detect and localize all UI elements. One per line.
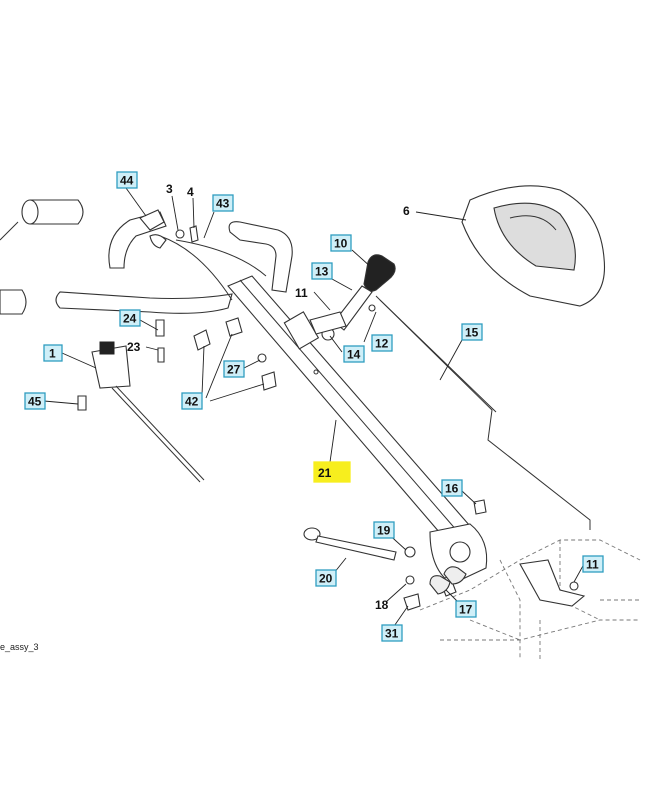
callout-10: 10: [330, 234, 352, 252]
callout-11-lower: 11: [582, 555, 604, 573]
svg-text:12: 12: [375, 337, 389, 351]
bolts: [77, 304, 376, 411]
callout-4: 4: [187, 185, 194, 199]
svg-text:19: 19: [377, 524, 391, 538]
svg-text:18: 18: [375, 598, 389, 612]
callout-13: 13: [311, 262, 333, 280]
svg-text:13: 13: [315, 265, 329, 279]
callout-14: 14: [343, 345, 365, 363]
belt-cover: [461, 185, 606, 307]
svg-text:6: 6: [403, 204, 410, 218]
callout-labels: 44 3 4 43 6 10 13 11 24 1 23: [24, 171, 604, 642]
handlebar: [55, 211, 293, 314]
svg-text:1: 1: [49, 347, 56, 361]
svg-text:27: 27: [227, 363, 241, 377]
control-lever-bracket: [139, 209, 199, 249]
svg-text:10: 10: [334, 237, 348, 251]
shift-rod: [375, 295, 591, 530]
svg-text:44: 44: [120, 174, 134, 188]
leader-lines: [43, 187, 585, 633]
callout-44: 44: [116, 171, 138, 189]
svg-text:23: 23: [127, 340, 141, 354]
svg-text:4: 4: [187, 185, 194, 199]
shift-lever: [309, 254, 396, 341]
callout-21-highlighted: 21: [313, 461, 351, 483]
svg-text:20: 20: [319, 572, 333, 586]
callout-43: 43: [212, 194, 234, 212]
svg-text:31: 31: [385, 627, 399, 641]
callout-15: 15: [461, 323, 483, 341]
svg-text:15: 15: [465, 326, 479, 340]
svg-text:21: 21: [318, 466, 332, 480]
left-handle-grip: [0, 199, 84, 315]
shift-plate: [429, 523, 488, 597]
svg-text:45: 45: [28, 395, 42, 409]
callout-31: 31: [381, 624, 403, 642]
callout-42: 42: [181, 392, 203, 410]
control-bracket: [91, 341, 205, 483]
callout-16: 16: [441, 479, 463, 497]
callout-45: 45: [24, 392, 46, 410]
lower-right-bracket: [519, 559, 586, 607]
svg-text:16: 16: [445, 482, 459, 496]
svg-text:11: 11: [586, 558, 599, 572]
callout-3: 3: [166, 182, 173, 196]
callout-27: 27: [223, 360, 245, 378]
callout-6: 6: [403, 204, 410, 218]
svg-text:43: 43: [216, 197, 230, 211]
svg-text:42: 42: [185, 395, 199, 409]
callout-18: 18: [375, 598, 389, 612]
svg-text:14: 14: [347, 348, 361, 362]
figure-caption: e_assy_3: [0, 642, 39, 652]
callout-23: 23: [127, 340, 141, 354]
speed-lever: [303, 527, 416, 561]
callout-19: 19: [373, 521, 395, 539]
callout-1: 1: [43, 344, 63, 362]
svg-text:11: 11: [295, 286, 308, 300]
parts-drawing: [0, 185, 641, 660]
svg-text:24: 24: [123, 312, 137, 326]
callout-12: 12: [371, 334, 393, 352]
callout-24: 24: [119, 309, 141, 327]
callout-20: 20: [315, 569, 337, 587]
lever-knobs: [429, 566, 467, 595]
svg-text:3: 3: [166, 182, 173, 196]
callout-17: 17: [455, 600, 477, 618]
callout-11-upper: 11: [295, 286, 308, 300]
svg-text:17: 17: [459, 603, 473, 617]
